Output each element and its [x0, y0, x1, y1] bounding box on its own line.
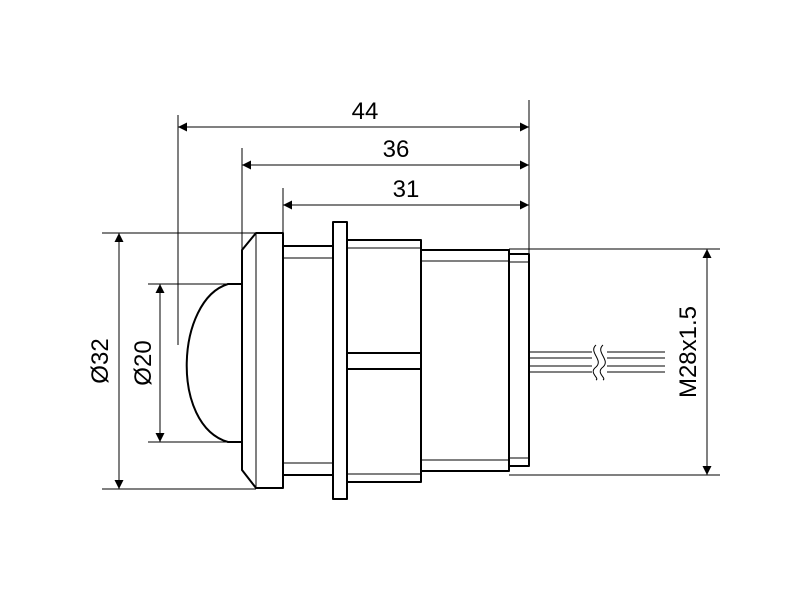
dimension-36: 36 [242, 136, 529, 170]
dimension-31-label: 31 [393, 176, 420, 203]
dimension-diameter-32: Ø32 [87, 233, 124, 489]
threaded-body [420, 249, 510, 472]
extension-lines [102, 100, 720, 490]
dome-lens [185, 283, 243, 443]
dimension-44: 44 [178, 98, 529, 132]
rear-cap [508, 253, 530, 467]
mounting-washer [332, 221, 348, 500]
dimension-diameter-20: Ø20 [130, 284, 165, 442]
wire-leads [529, 344, 665, 381]
dimension-thread-label: M28x1.5 [675, 306, 702, 398]
bezel [241, 232, 284, 489]
dimension-diameter-20-label: Ø20 [130, 340, 157, 385]
dimension-44-label: 44 [352, 98, 379, 125]
nut [346, 239, 422, 483]
lamp-body [185, 221, 530, 500]
dimension-thread: M28x1.5 [675, 249, 712, 475]
dimension-36-label: 36 [383, 136, 410, 163]
housing [282, 245, 334, 476]
nut-flat [346, 352, 422, 370]
dimension-31: 31 [283, 176, 529, 210]
dimension-diameter-32-label: Ø32 [87, 338, 114, 383]
wire-break-symbol [592, 344, 599, 381]
